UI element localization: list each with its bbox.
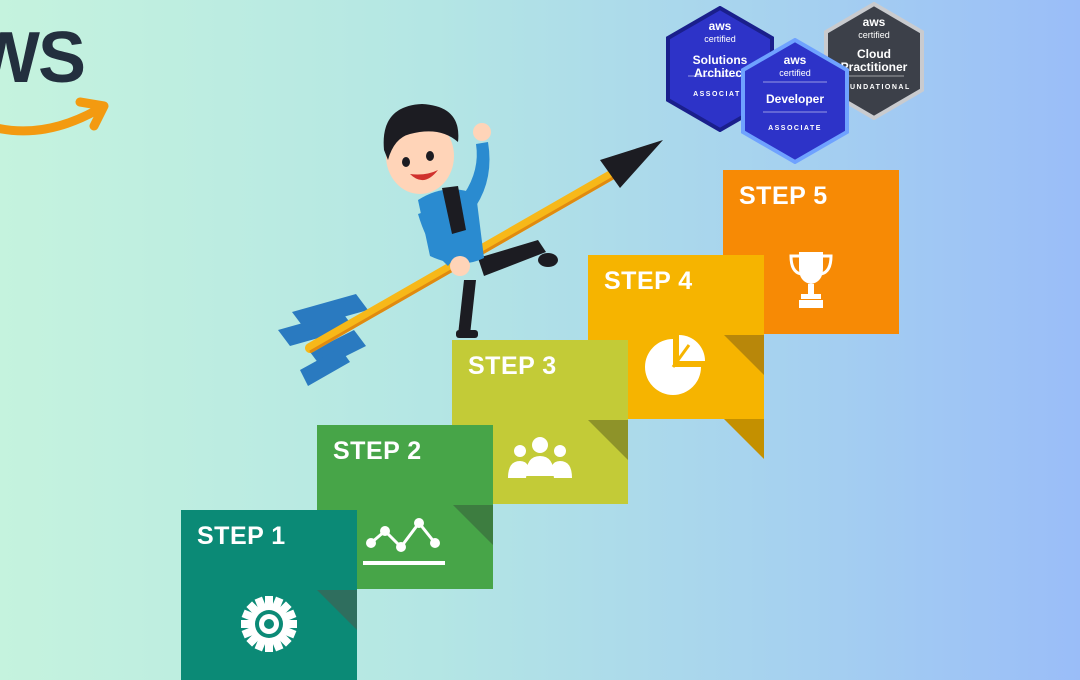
badge-1-cert: certified [704,34,736,44]
badge-3-title-line1: Cloud [857,47,891,61]
aws-logo-text: WS [0,18,86,98]
badge-2-level: ASSOCIATE [768,125,822,132]
step-4-label: STEP 4 [604,267,693,295]
pie-chart-icon [645,335,705,395]
badge-developer: aws certified Developer ASSOCIATE [741,38,849,164]
badge-3-brand: aws [863,15,886,29]
badge-3-cert: certified [858,30,890,40]
aws-logo: WS [0,22,122,142]
badge-2-brand: aws [784,53,807,67]
step-1-label: STEP 1 [197,522,286,550]
gear-icon [241,596,297,652]
line-graph-icon [363,518,445,565]
step-3-label: STEP 3 [468,352,557,380]
aws-smile-icon [0,97,109,136]
badge-3-title-line2: Practitioner [841,60,908,74]
badge-3-level: FOUNDATIONAL [837,84,910,91]
badge-1-level: ASSOCIATE [693,91,747,98]
step-2-label: STEP 2 [333,437,422,465]
badge-1-title-line2: Architect [694,66,746,80]
badge-2-title-line1: Developer [766,92,824,106]
man-riding-arrow-illustration [278,104,663,386]
step-5-label: STEP 5 [739,182,828,210]
trophy-icon [789,252,833,308]
badge-1-brand: aws [709,19,732,33]
arrow-fletching [278,294,368,386]
step-1-block: STEP 1 [181,510,357,680]
badge-1-title-line1: Solutions [693,53,748,67]
team-icon [508,437,572,478]
badge-2-cert: certified [779,68,811,78]
badge-cloud-practitioner: aws certified Cloud Practitioner FOUNDAT… [824,2,924,120]
